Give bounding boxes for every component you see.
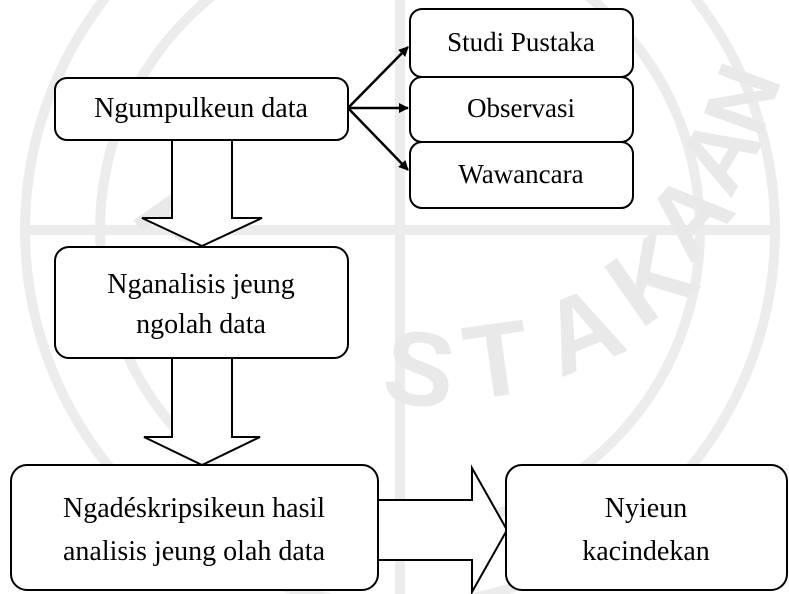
node-collect-data: Ngumpulkeun data [54,77,349,141]
node-analyze-data-line1: Nganalisis jeung [107,269,294,300]
node-conclusion-line2: kacindekan [582,536,710,567]
block-arrow-down-1 [141,139,263,248]
node-literature-study: Studi Pustaka [409,8,634,78]
node-collect-data-label: Ngumpulkeun data [94,93,308,124]
node-conclusion: Nyieun kacindekan [505,464,788,591]
arrow-to-literature [347,46,409,109]
svg-text:S: S [377,307,463,433]
node-literature-study-label: Studi Pustaka [447,27,595,57]
node-observation: Observasi [409,76,634,143]
node-describe-results: Ngadéskripsikeun hasil analisis jeung ol… [10,464,379,591]
block-arrow-right [377,464,509,594]
node-analyze-data: Nganalisis jeung ngolah data [54,246,349,359]
node-analyze-data-line2: ngolah data [136,309,266,340]
node-conclusion-line1: Nyieun [605,493,687,524]
block-arrow-down-2 [143,357,261,467]
node-interview-label: Wawancara [458,159,583,189]
arrow-to-interview [347,107,409,171]
node-observation-label: Observasi [467,93,575,123]
node-describe-results-line1: Ngadéskripsikeun hasil [63,493,325,524]
node-interview: Wawancara [409,141,634,209]
node-describe-results-line2: analisis jeung olah data [63,536,326,567]
branch-arrows [347,46,409,171]
